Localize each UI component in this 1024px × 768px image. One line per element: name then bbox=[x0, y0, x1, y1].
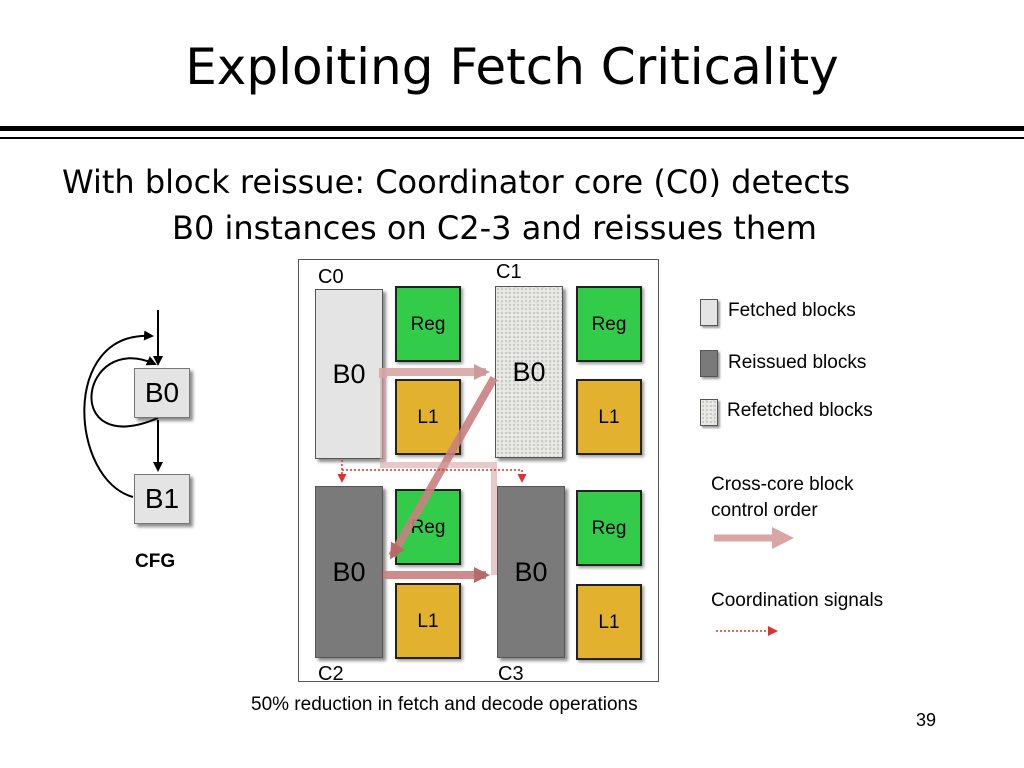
c3-block-b0: B0 bbox=[497, 486, 565, 658]
c3-l1: L1 bbox=[576, 584, 642, 660]
core-label-c1: C1 bbox=[496, 261, 522, 283]
legend-label-control-order: Cross-core block control order bbox=[711, 474, 854, 521]
core-label-c0: C0 bbox=[318, 266, 344, 288]
legend-label-refetched: Refetched blocks bbox=[727, 400, 873, 421]
core-label-c3: C3 bbox=[498, 663, 524, 685]
c1-l1: L1 bbox=[576, 379, 642, 455]
c3-reg: Reg bbox=[576, 490, 642, 566]
legend-label-fetched: Fetched blocks bbox=[728, 300, 856, 321]
legend-coordination-arrow bbox=[716, 626, 778, 636]
cfg-back-edge bbox=[83, 330, 154, 498]
page-number: 39 bbox=[916, 710, 937, 730]
c0-reg: Reg bbox=[395, 286, 461, 362]
cfg-node-b1: B1 bbox=[134, 474, 190, 524]
cfg-self-loop-edge bbox=[90, 356, 159, 428]
subtitle-line-2: B0 instances on C2-3 and reissues them bbox=[172, 209, 817, 247]
legend-swatch-fetched bbox=[700, 299, 718, 326]
legend-label-reissued: Reissued blocks bbox=[728, 352, 867, 373]
cfg-caption: CFG bbox=[135, 551, 176, 572]
title-rule-thick bbox=[0, 126, 1024, 131]
bottom-caption: 50% reduction in fetch and decode operat… bbox=[251, 694, 638, 715]
legend-swatch-refetched bbox=[700, 399, 718, 426]
cfg-node-b0: B0 bbox=[134, 368, 190, 418]
c1-reg: Reg bbox=[576, 286, 642, 362]
c2-reg: Reg bbox=[395, 489, 461, 565]
legend-label-coordination: Coordination signals bbox=[711, 590, 884, 611]
c0-l1: L1 bbox=[395, 379, 461, 455]
slide-title: Exploiting Fetch Criticality bbox=[185, 38, 839, 96]
c2-block-b0: B0 bbox=[315, 486, 383, 658]
c0-block-b0: B0 bbox=[315, 289, 383, 459]
subtitle-line-1: With block reissue: Coordinator core (C0… bbox=[62, 163, 851, 201]
core-label-c2: C2 bbox=[318, 663, 344, 685]
title-rule-thin bbox=[0, 137, 1024, 139]
legend-control-order-arrow bbox=[714, 527, 794, 549]
c1-block-b0: B0 bbox=[495, 286, 563, 458]
legend-swatch-reissued bbox=[700, 350, 718, 377]
c2-l1: L1 bbox=[395, 583, 461, 659]
